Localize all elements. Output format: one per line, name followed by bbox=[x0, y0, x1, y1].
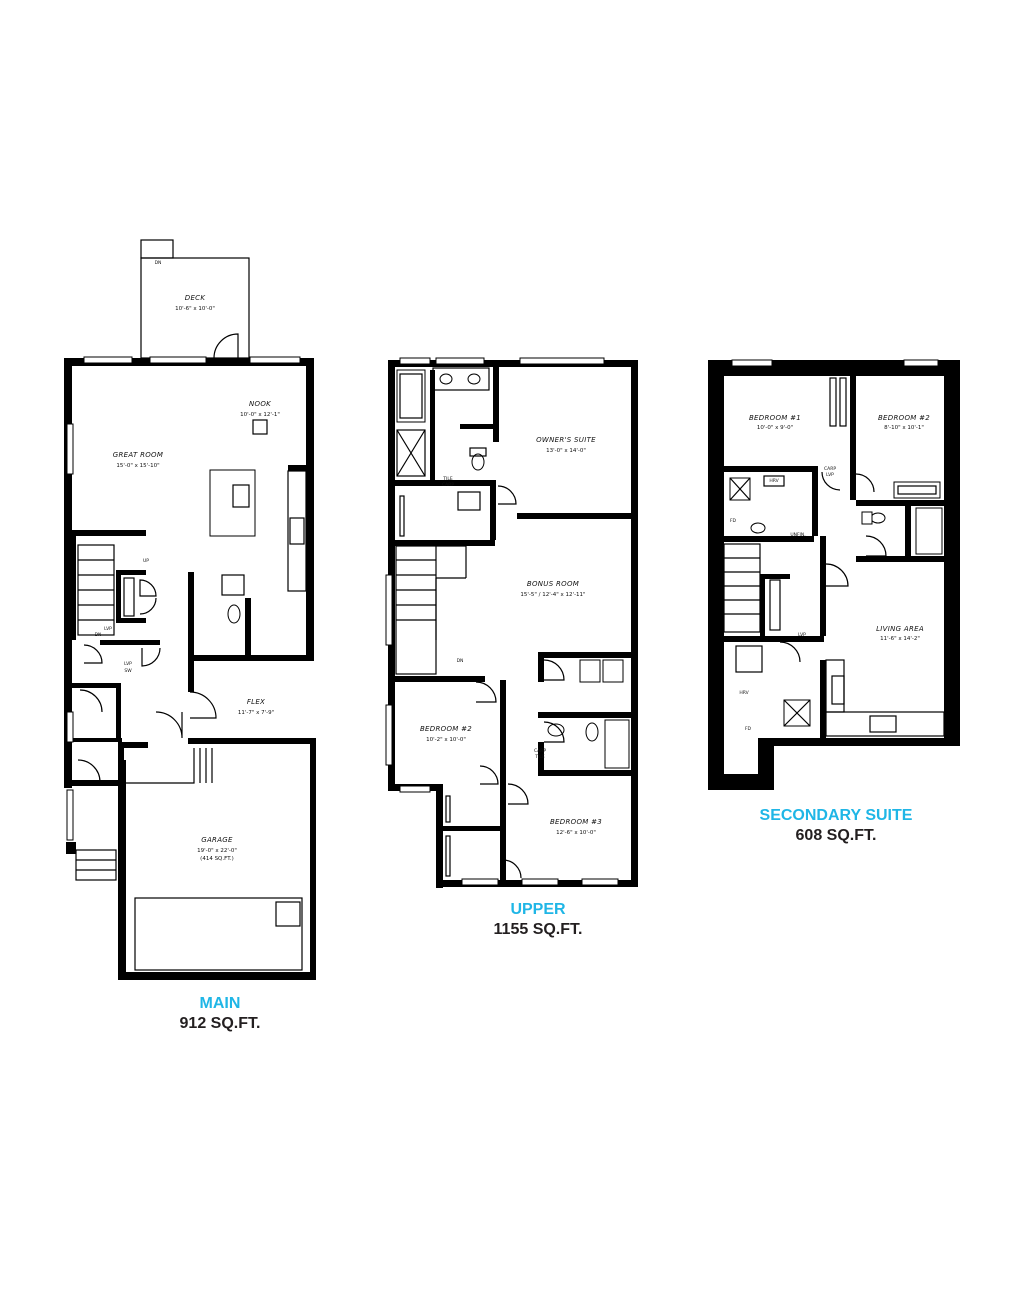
upper-bedroom-3-dims: 12'-6" x 10'-0" bbox=[556, 830, 596, 836]
great-room-label: GREAT ROOM bbox=[113, 451, 163, 459]
living-area-dims: 11'-6" x 14'-2" bbox=[880, 636, 920, 642]
nook-label: NOOK bbox=[249, 400, 272, 408]
upper-bath-note-tile: TILE bbox=[534, 754, 545, 760]
upper-plan-area: 1155 SQ.FT. bbox=[493, 921, 583, 938]
upper-bedroom-2-label: BEDROOM #2 bbox=[420, 725, 472, 733]
suite-plan-area: 608 SQ.FT. bbox=[795, 827, 877, 844]
main-floor-note-lvp: LVP bbox=[104, 626, 112, 632]
suite-hall-note-lvp: LVP bbox=[798, 632, 806, 638]
main-plan-area: 912 SQ.FT. bbox=[179, 1015, 261, 1032]
main-caption: MAIN 912 SQ.FT. bbox=[140, 994, 300, 1034]
suite-caption: SECONDARY SUITE 608 SQ.FT. bbox=[726, 806, 946, 846]
secondary-suite-plan: BEDROOM #1 10'-0" x 9'-0" BEDROOM #2 8'-… bbox=[708, 359, 960, 790]
main-floor-plan: DECK 10'-6" x 10'-0" NOOK 10'-0" x 12'-1… bbox=[64, 239, 316, 980]
garage-dims: 19'-0" x 22'-0" bbox=[197, 848, 237, 854]
upper-bedroom-2-dims: 10'-2" x 10'-0" bbox=[426, 737, 466, 743]
bonus-room-label: BONUS ROOM bbox=[527, 580, 579, 588]
suite-floor-note-lvp: LVP bbox=[826, 472, 834, 478]
great-room-dims: 15'-0" x 15'-10" bbox=[116, 463, 159, 469]
main-interior-details bbox=[75, 419, 307, 971]
suite-unfin-note: UNFIN. bbox=[790, 532, 805, 538]
upper-bath-note-carp: CARP bbox=[534, 748, 546, 754]
suite-windows bbox=[731, 359, 939, 367]
upper-floor-plan: OWNER'S SUITE 13'-0" x 14'-0" BONUS ROOM… bbox=[385, 357, 638, 888]
suite-plan-title: SECONDARY SUITE bbox=[759, 807, 913, 824]
main-entry-note-lvp: LVP bbox=[124, 661, 132, 667]
suite-bedroom-1-dims: 10'-0" x 9'-0" bbox=[757, 425, 793, 431]
suite-fd-note-2: FD bbox=[745, 726, 752, 732]
living-area-label: LIVING AREA bbox=[876, 625, 924, 633]
upper-floor-note-carp: CARP bbox=[442, 482, 454, 488]
upper-floor-note-tile: TILE bbox=[442, 476, 453, 482]
suite-bedroom-1-label: BEDROOM #1 bbox=[749, 414, 801, 422]
deck-stair-note: DN bbox=[155, 260, 162, 266]
flex-dims: 11'-7" x 7'-9" bbox=[238, 710, 274, 716]
main-stair-up-note: UP bbox=[143, 558, 149, 564]
nook-dims: 10'-0" x 12'-1" bbox=[240, 412, 280, 418]
main-windows bbox=[66, 356, 301, 841]
upper-stair-down-note: DN bbox=[457, 658, 464, 664]
main-plan-title: MAIN bbox=[199, 995, 241, 1012]
garage-area-note: (414 SQ.FT.) bbox=[200, 856, 234, 862]
suite-floor-note-carp: CARP bbox=[824, 466, 836, 472]
suite-fd-note-1: FD bbox=[730, 518, 737, 524]
upper-interior-details bbox=[395, 367, 630, 879]
owners-suite-dims: 13'-0" x 14'-0" bbox=[546, 448, 586, 454]
bonus-room-dims: 15'-5" / 12'-4" x 12'-11" bbox=[520, 592, 585, 598]
upper-windows bbox=[385, 357, 619, 886]
suite-bedroom-2-label: BEDROOM #2 bbox=[878, 414, 930, 422]
suite-bedroom-2-dims: 8'-10" x 10'-1" bbox=[884, 425, 924, 431]
main-entry-note-sw: SW bbox=[124, 668, 132, 674]
flex-label: FLEX bbox=[247, 698, 265, 706]
suite-hrv-note: HRV bbox=[769, 478, 779, 484]
suite-interior-details bbox=[723, 377, 945, 737]
deck-label: DECK bbox=[185, 294, 207, 302]
main-stair-down-note: DN bbox=[95, 632, 102, 638]
owners-suite-label: OWNER'S SUITE bbox=[536, 436, 596, 444]
deck-dims: 10'-6" x 10'-0" bbox=[175, 306, 215, 312]
upper-bedroom-3-label: BEDROOM #3 bbox=[550, 818, 602, 826]
suite-hrv-note-2: HRV bbox=[739, 690, 749, 696]
upper-caption: UPPER 1155 SQ.FT. bbox=[458, 900, 618, 940]
upper-plan-title: UPPER bbox=[510, 901, 566, 918]
main-exterior-walls bbox=[64, 358, 316, 980]
garage-label: GARAGE bbox=[201, 836, 233, 844]
